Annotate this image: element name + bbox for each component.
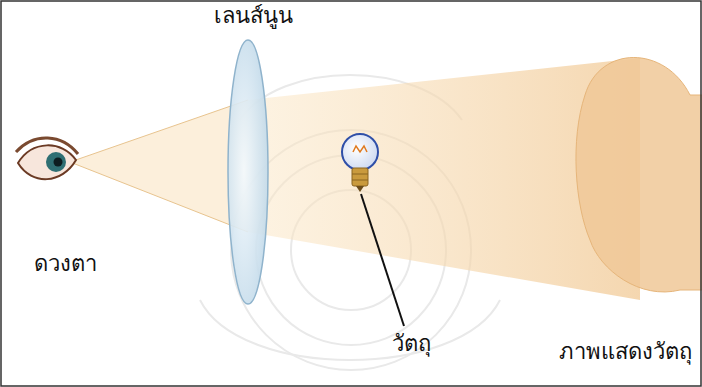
eye [16,138,78,179]
light-bulb-object [342,134,378,192]
leader-line [361,194,404,326]
convex-lens [228,40,268,304]
image-label: ภาพแสดงวัตถุ [559,338,692,366]
light-rays [70,100,248,232]
light-ray [70,162,248,232]
object-label: วัตถุ [392,330,431,358]
lens-label: เลนส์นูน [214,2,293,30]
light-ray [70,100,248,162]
eye-label: ดวงตา [34,250,97,278]
enlarged-image [576,58,702,292]
